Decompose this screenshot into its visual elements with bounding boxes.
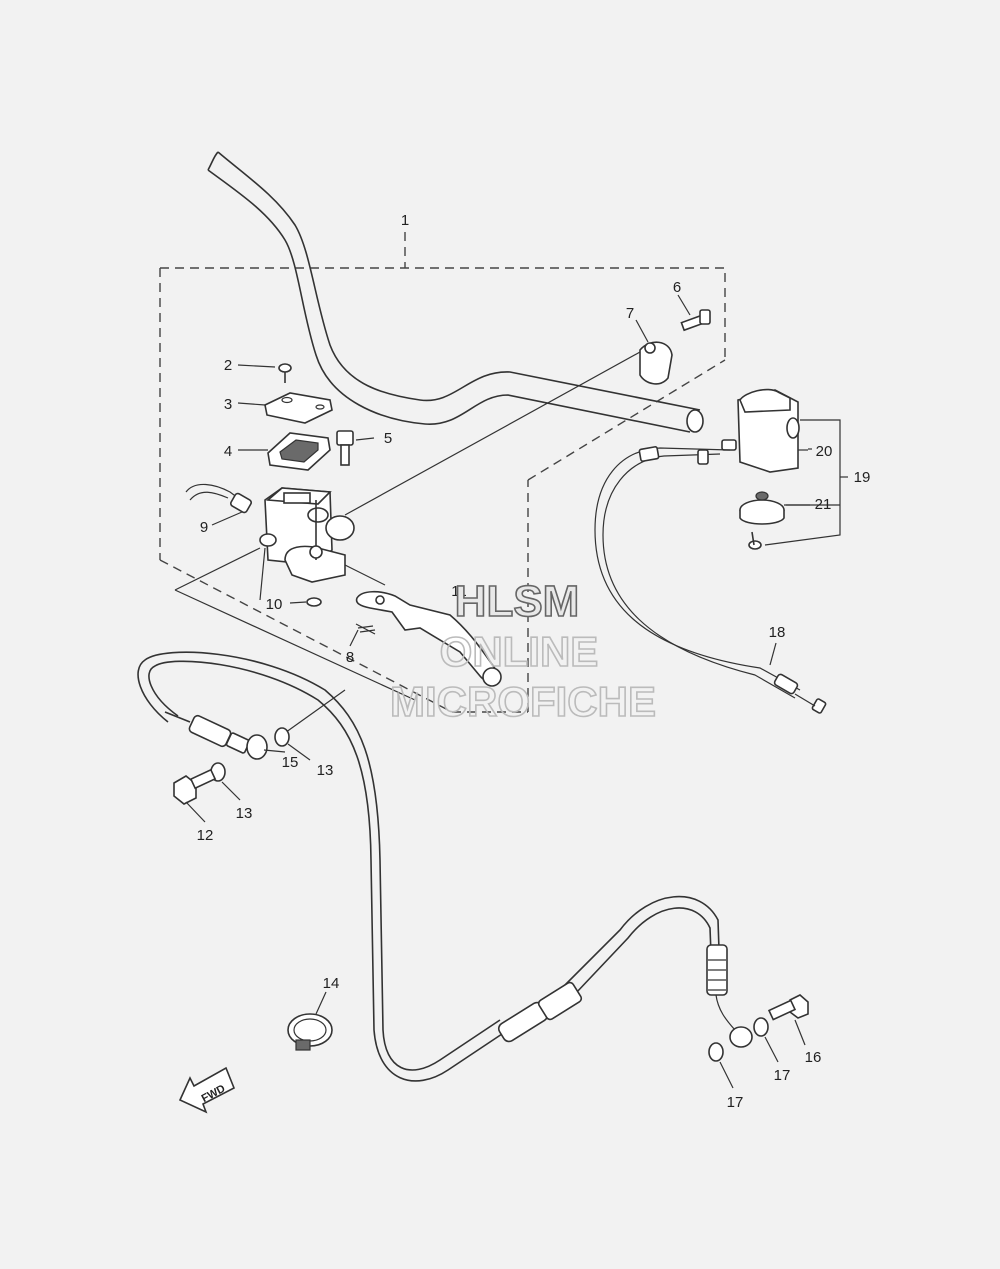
- brake-switch-9: [185, 483, 252, 514]
- callout-leaders: [185, 294, 812, 1089]
- watermark-line-2: ONLINE: [440, 628, 599, 675]
- nut-10: [306, 597, 322, 607]
- callout-13a: 13: [236, 805, 253, 822]
- callout-3: 3: [224, 396, 232, 413]
- watermark-line-3: MICROFICHE: [390, 678, 656, 725]
- bolt-16: [767, 994, 809, 1021]
- master-cylinder: [259, 487, 355, 583]
- washer-13a: [274, 727, 290, 747]
- washer-17b: [708, 1042, 724, 1062]
- callout-18: 18: [769, 624, 786, 641]
- handlebar: [207, 151, 704, 433]
- brake-hose: [137, 651, 753, 1082]
- callout-4: 4: [224, 443, 232, 460]
- watermark: HLSM ONLINE MICROFICHE: [389, 576, 657, 726]
- leader-lines: [174, 351, 641, 701]
- spring-8: [355, 623, 376, 635]
- callout-13b: 13: [317, 762, 334, 779]
- callout-16: 16: [805, 1049, 822, 1066]
- callout-15: 15: [282, 754, 299, 771]
- callout-labels: 1 2 3 4 5 6 7 8 9 10 11 12 13 13 14 15 1…: [197, 212, 871, 1111]
- cable-18: [594, 446, 827, 714]
- callout-8: 8: [346, 649, 354, 666]
- callout-21: 21: [815, 496, 832, 513]
- screw-2: [278, 363, 292, 383]
- callout-17a: 17: [774, 1067, 791, 1084]
- callout-14: 14: [323, 975, 340, 992]
- callout-2: 2: [224, 357, 232, 374]
- cap-3: [264, 392, 333, 424]
- washer-17a: [753, 1017, 769, 1037]
- callout-1: 1: [401, 212, 409, 229]
- clamp-7: [639, 341, 673, 385]
- hose-clamp-14: [287, 1013, 333, 1051]
- bolt-5: [336, 430, 354, 466]
- brake-lever-11: [344, 564, 502, 687]
- callout-9: 9: [200, 519, 208, 536]
- diaphragm-4: [267, 432, 331, 471]
- callout-20: 20: [816, 443, 833, 460]
- callout-11: 11: [451, 583, 467, 600]
- screw-21: [748, 531, 762, 550]
- assembly-boundary: [159, 232, 726, 713]
- callout-17b: 17: [727, 1094, 744, 1111]
- leader-lines-lower: [281, 689, 346, 736]
- bolt-12: [173, 768, 217, 805]
- bolt-6: [680, 309, 711, 332]
- switch-housing-20: [721, 388, 800, 473]
- callout-6: 6: [673, 279, 681, 296]
- callout-12: 12: [197, 827, 214, 844]
- callout-10: 10: [266, 596, 283, 613]
- callout-7: 7: [626, 305, 634, 322]
- watermark-line-1: HLSM: [455, 577, 580, 626]
- callout-5: 5: [384, 430, 392, 447]
- banjo-15: [246, 734, 268, 760]
- cover-21: [739, 491, 785, 525]
- callout-19: 19: [854, 469, 871, 486]
- fwd-arrow-icon: FWD: [178, 1066, 236, 1114]
